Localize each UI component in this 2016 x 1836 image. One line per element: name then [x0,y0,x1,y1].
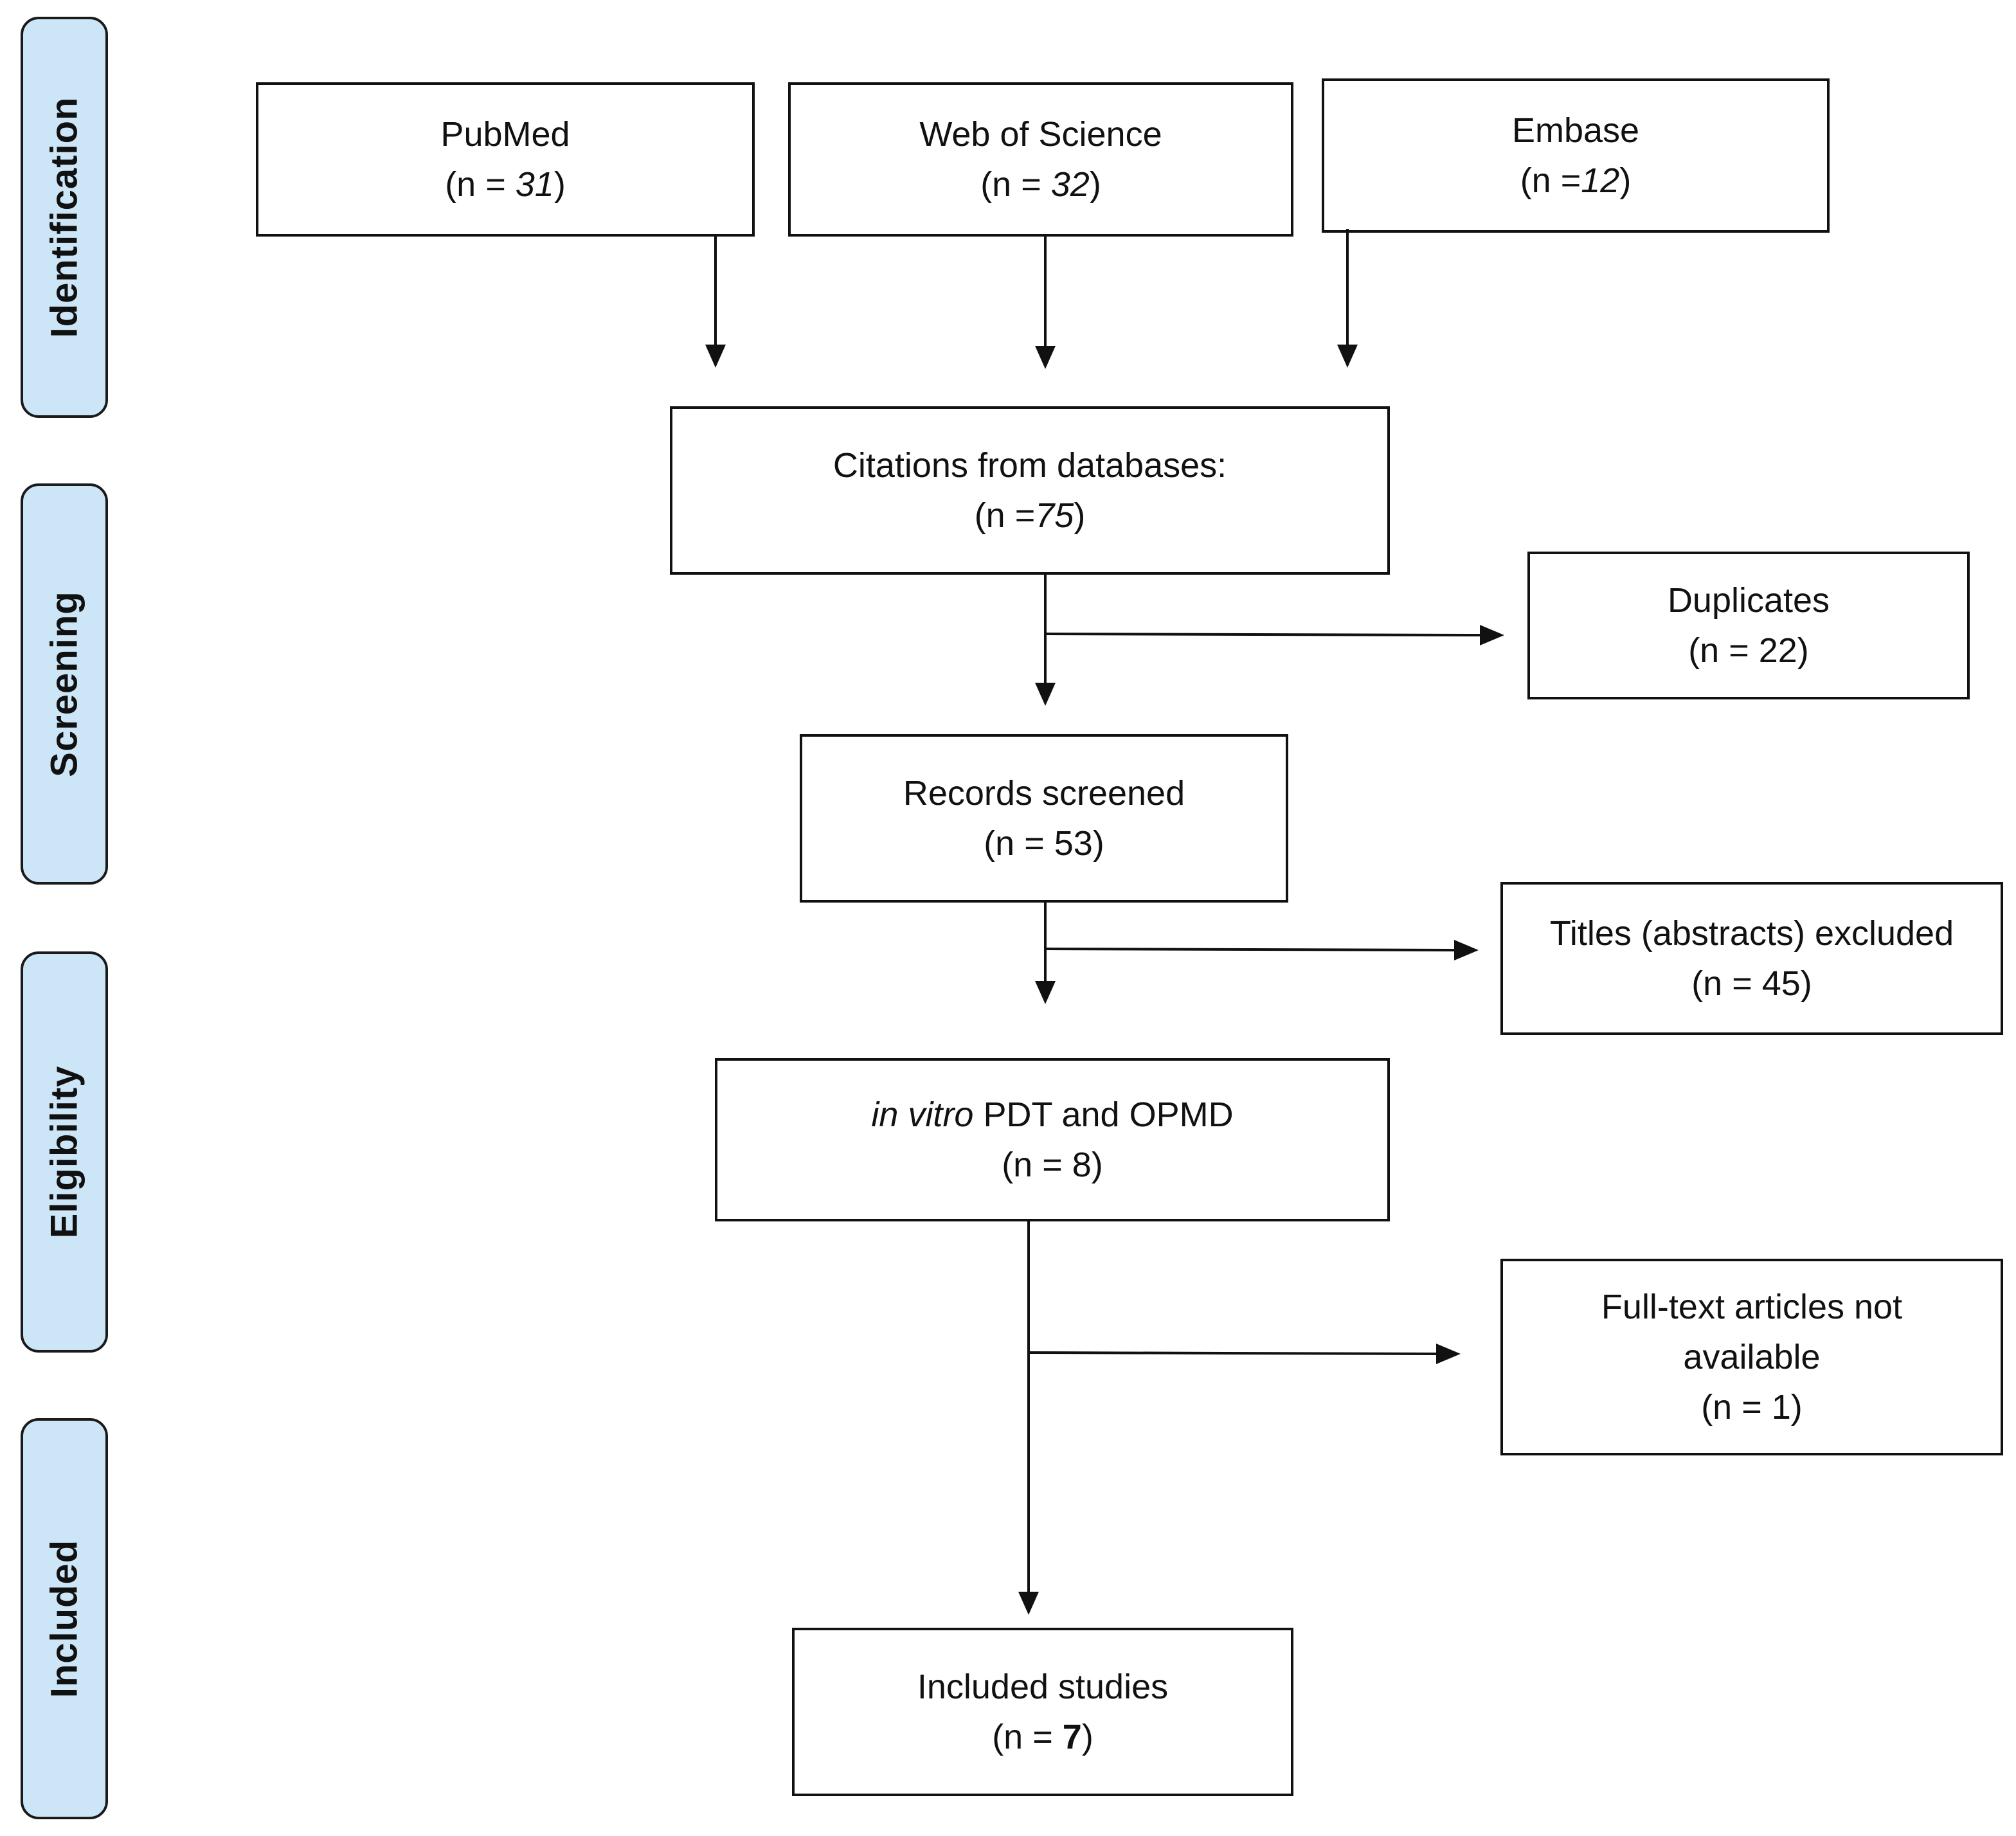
arrowhead-screened-down [1035,981,1056,1004]
pubmed-name: PubMed [440,115,570,154]
in-vitro-box: in vitro PDT and OPMD (n = 8) [715,1058,1390,1221]
stage-screening: Screening [21,483,108,885]
wos-name: Web of Science [919,115,1162,154]
screened-count: (n = 53) [984,824,1104,863]
web-of-science-box: Web of Science (n = 32) [788,82,1293,237]
duplicates-count: (n = 22) [1688,631,1809,670]
arrowhead-wos [1035,346,1056,369]
titles-excluded-count: (n = 45) [1691,964,1812,1003]
citations-title: Citations from databases: [833,446,1227,485]
arrow-to-titles-excluded [1045,948,1455,951]
included-studies-box: Included studies (n = 7) [792,1628,1293,1796]
arrow-to-fulltext [1028,1351,1437,1355]
in-vitro-count: (n = 8) [1002,1146,1103,1184]
fulltext-not-available-box: Full-text articles not available (n = 1) [1500,1259,2003,1455]
duplicates-title: Duplicates [1667,581,1830,620]
arrowhead-titles-excluded [1454,940,1479,960]
citations-count: (n =75) [974,496,1086,535]
fulltext-line2: available [1683,1338,1821,1376]
arrowhead-citations-down [1035,683,1056,706]
arrowhead-included [1018,1592,1039,1615]
arrowhead-fulltext [1436,1344,1461,1364]
stage-included: Included [21,1418,108,1819]
pubmed-count: (n = 31) [445,165,566,204]
arrowhead-embase [1337,345,1358,368]
arrowhead-duplicates [1480,625,1504,645]
records-screened-box: Records screened (n = 53) [800,734,1288,903]
fulltext-count: (n = 1) [1701,1388,1803,1426]
wos-count: (n = 32) [980,165,1101,204]
citations-box: Citations from databases: (n =75) [670,406,1390,575]
embase-box: Embase (n =12) [1322,78,1830,233]
included-title: Included studies [917,1668,1169,1706]
stage-identification: Identification [21,17,108,418]
pubmed-box: PubMed (n = 31) [256,82,755,237]
titles-excluded-box: Titles (abstracts) excluded (n = 45) [1500,882,2003,1035]
fulltext-line1: Full-text articles not [1601,1288,1903,1326]
in-vitro-title: in vitro PDT and OPMD [871,1095,1234,1134]
stage-eligibility: Eligibility [21,951,108,1353]
embase-name: Embase [1511,111,1640,150]
duplicates-box: Duplicates (n = 22) [1527,552,1970,699]
included-count: (n = 7) [992,1718,1094,1756]
embase-count: (n =12) [1520,161,1632,200]
screened-title: Records screened [903,774,1185,813]
arrowhead-pubmed [705,345,726,368]
titles-excluded-title: Titles (abstracts) excluded [1549,914,1954,953]
arrow-to-duplicates [1045,633,1480,636]
